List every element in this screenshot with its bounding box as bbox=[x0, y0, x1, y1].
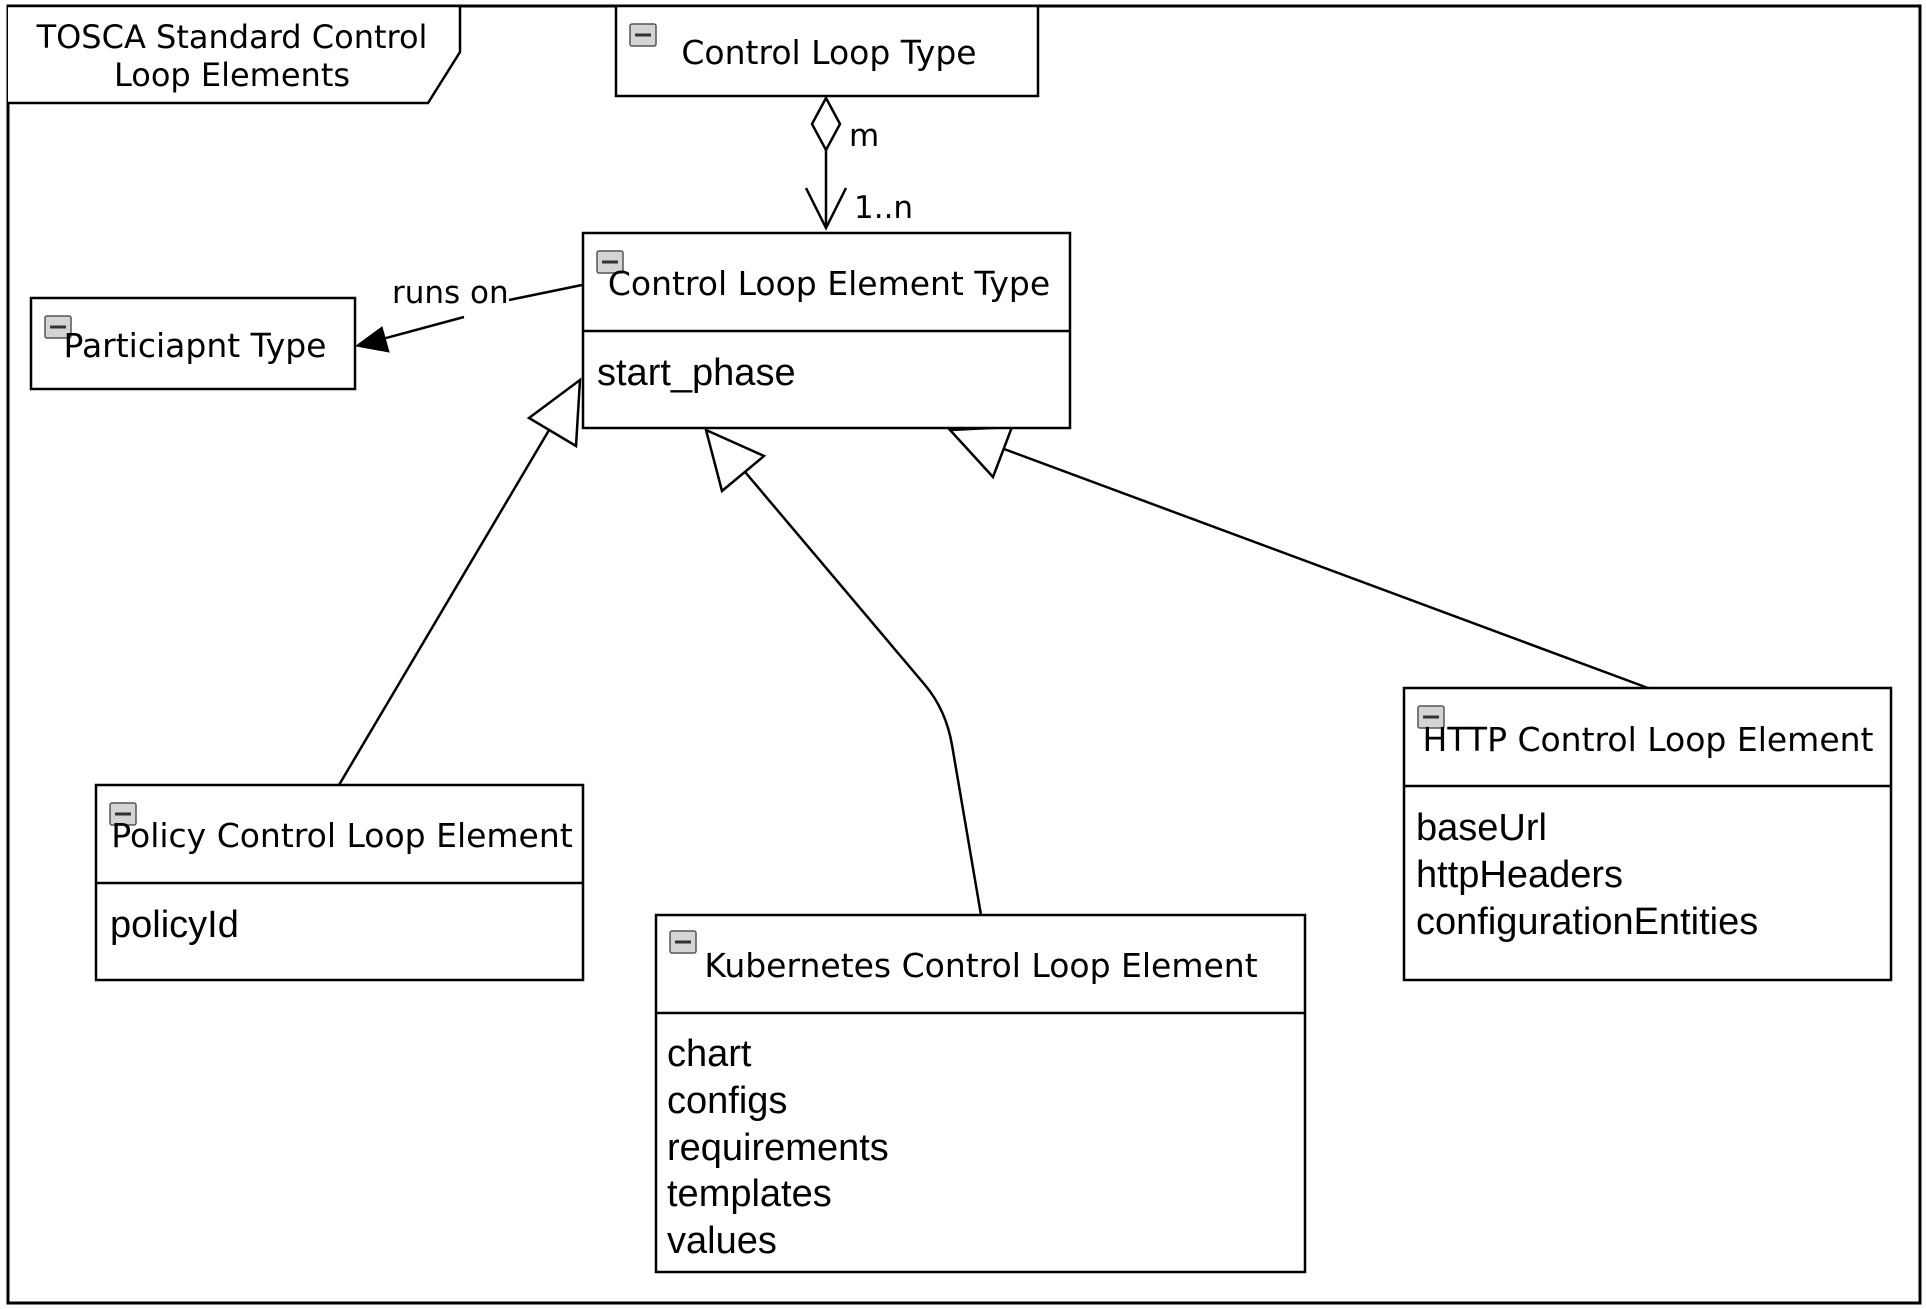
inheritance-arrow-http-icon bbox=[947, 425, 1014, 480]
runs-on-line-segment-1 bbox=[508, 283, 583, 302]
class-title: Particiapnt Type bbox=[64, 326, 327, 365]
class-policy-control-loop-element[interactable]: Policy Control Loop Element policyId bbox=[94, 783, 585, 982]
composition-diamond-icon bbox=[810, 95, 842, 153]
class-http-control-loop-element[interactable]: HTTP Control Loop Element baseUrl httpHe… bbox=[1402, 686, 1893, 982]
attribute-templates: templates bbox=[667, 1173, 832, 1215]
collapse-minus-icon[interactable] bbox=[669, 930, 697, 954]
attribute-configs: configs bbox=[667, 1080, 787, 1122]
attribute-requirements: requirements bbox=[667, 1127, 889, 1169]
attribute-http-headers: httpHeaders bbox=[1416, 854, 1623, 896]
inheritance-arrow-policy-icon bbox=[526, 377, 582, 449]
composition-target-multiplicity: 1..n bbox=[854, 190, 913, 226]
attribute-values: values bbox=[667, 1220, 777, 1262]
class-control-loop-type[interactable]: Control Loop Type bbox=[614, 4, 1040, 98]
collapse-minus-icon[interactable] bbox=[44, 315, 72, 339]
composition-source-multiplicity: m bbox=[849, 118, 879, 154]
frame-title-line-1: TOSCA Standard Control bbox=[36, 18, 428, 56]
class-title: HTTP Control Loop Element bbox=[1423, 720, 1874, 759]
class-kubernetes-control-loop-element[interactable]: Kubernetes Control Loop Element chart co… bbox=[654, 913, 1307, 1274]
class-title: Control Loop Element Type bbox=[608, 264, 1050, 303]
inheritance-arrow-kubernetes-icon bbox=[704, 427, 767, 494]
frame-title-line-2: Loop Elements bbox=[114, 56, 350, 94]
attribute-policy-id: policyId bbox=[110, 904, 239, 946]
class-title: Policy Control Loop Element bbox=[111, 816, 572, 855]
runs-on-line-segment-2 bbox=[374, 315, 465, 343]
composition-arrowhead-icon bbox=[804, 187, 848, 231]
attribute-base-url: baseUrl bbox=[1416, 807, 1547, 849]
frame-title-tab bbox=[8, 4, 462, 105]
collapse-minus-icon[interactable] bbox=[596, 250, 624, 274]
inheritance-line-kubernetes bbox=[739, 465, 983, 916]
collapse-minus-icon[interactable] bbox=[109, 802, 137, 826]
inheritance-line-http bbox=[1003, 447, 1649, 690]
class-title: Control Loop Type bbox=[681, 33, 976, 72]
attribute-start-phase: start_phase bbox=[597, 352, 796, 394]
runs-on-label: runs on bbox=[392, 275, 509, 311]
attribute-chart: chart bbox=[667, 1033, 752, 1075]
inheritance-line-policy bbox=[337, 419, 557, 786]
collapse-minus-icon[interactable] bbox=[629, 23, 657, 47]
runs-on-arrowhead-icon bbox=[354, 326, 390, 353]
class-title: Kubernetes Control Loop Element bbox=[704, 946, 1257, 985]
class-control-loop-element-type[interactable]: Control Loop Element Type start_phase bbox=[581, 231, 1072, 430]
class-participant-type[interactable]: Particiapnt Type bbox=[29, 296, 357, 391]
collapse-minus-icon[interactable] bbox=[1417, 705, 1445, 729]
attribute-configuration-entities: configurationEntities bbox=[1416, 901, 1758, 943]
